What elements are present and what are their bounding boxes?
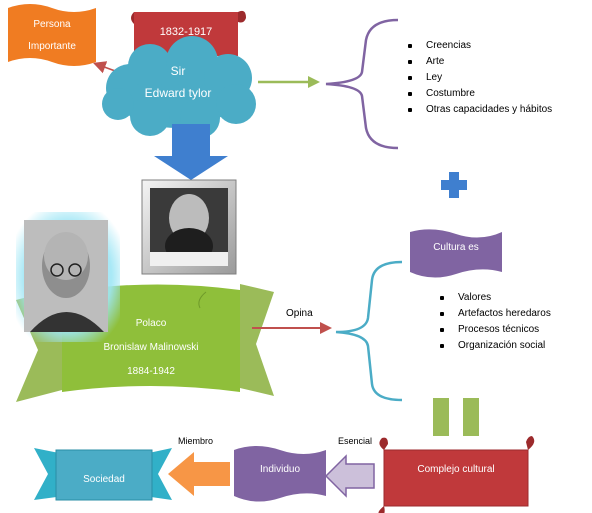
tylor-list-item: Arte <box>404 54 584 70</box>
malinowski-dates: 1884-1942 <box>127 366 175 377</box>
persona-label: Persona Importante <box>8 14 96 58</box>
cultura-es-label: Cultura es <box>433 242 479 253</box>
cultura-list: Valores Artefactos heredaros Procesos té… <box>436 290 556 354</box>
malinowski-name: Bronislaw Malinowski <box>103 342 199 353</box>
tylor-line2: Edward tylor <box>144 86 212 100</box>
complejo-scroll <box>378 436 535 513</box>
arrow-to-tylor-list <box>258 76 320 88</box>
esencial-label: Esencial <box>338 436 373 446</box>
individuo-label: Individuo <box>259 464 301 475</box>
malinowski-origin: Polaco <box>135 318 167 329</box>
miembro-label: Miembro <box>178 436 214 446</box>
tylor-dates: 1832-1917 <box>159 26 213 38</box>
equals-icon <box>433 398 479 436</box>
down-arrow <box>154 124 228 180</box>
tylor-list: Creencias Arte Ley Costumbre Otras capac… <box>404 38 584 118</box>
arrow-miembro <box>168 452 230 496</box>
tylor-list-item: Costumbre <box>404 86 584 102</box>
tylor-name: Sir Edward tylor <box>118 60 238 104</box>
cultura-brace <box>335 260 403 402</box>
sociedad-label: Sociedad <box>83 474 125 485</box>
tylor-brace <box>325 18 399 150</box>
cultura-list-item: Valores <box>436 290 556 306</box>
cultura-flag <box>410 229 502 278</box>
persona-line2: Importante <box>28 41 76 52</box>
tylor-list-item: Ley <box>404 70 584 86</box>
complejo-label: Complejo cultural <box>417 464 495 475</box>
cultura-list-item: Organización social <box>436 338 556 354</box>
plus-icon <box>441 172 467 198</box>
persona-flag <box>8 4 96 66</box>
arrow-esencial <box>324 454 375 498</box>
individuo-flag <box>234 446 326 502</box>
sociedad-banner <box>34 448 172 501</box>
tylor-portrait <box>141 179 237 275</box>
tylor-line1: Sir <box>170 64 186 78</box>
malinowski-label: Polaco Bronislaw Malinowski 1884-1942 <box>62 312 240 384</box>
arrow-opina <box>252 322 332 334</box>
persona-line1: Persona <box>33 19 71 30</box>
cultura-list-item: Artefactos heredaros <box>436 306 556 322</box>
tylor-list-item: Creencias <box>404 38 584 54</box>
tylor-list-item: Otras capacidades y hábitos <box>404 102 584 118</box>
cultura-list-item: Procesos técnicos <box>436 322 556 338</box>
opina-label: Opina <box>286 308 313 319</box>
malinowski-portrait <box>16 212 120 342</box>
